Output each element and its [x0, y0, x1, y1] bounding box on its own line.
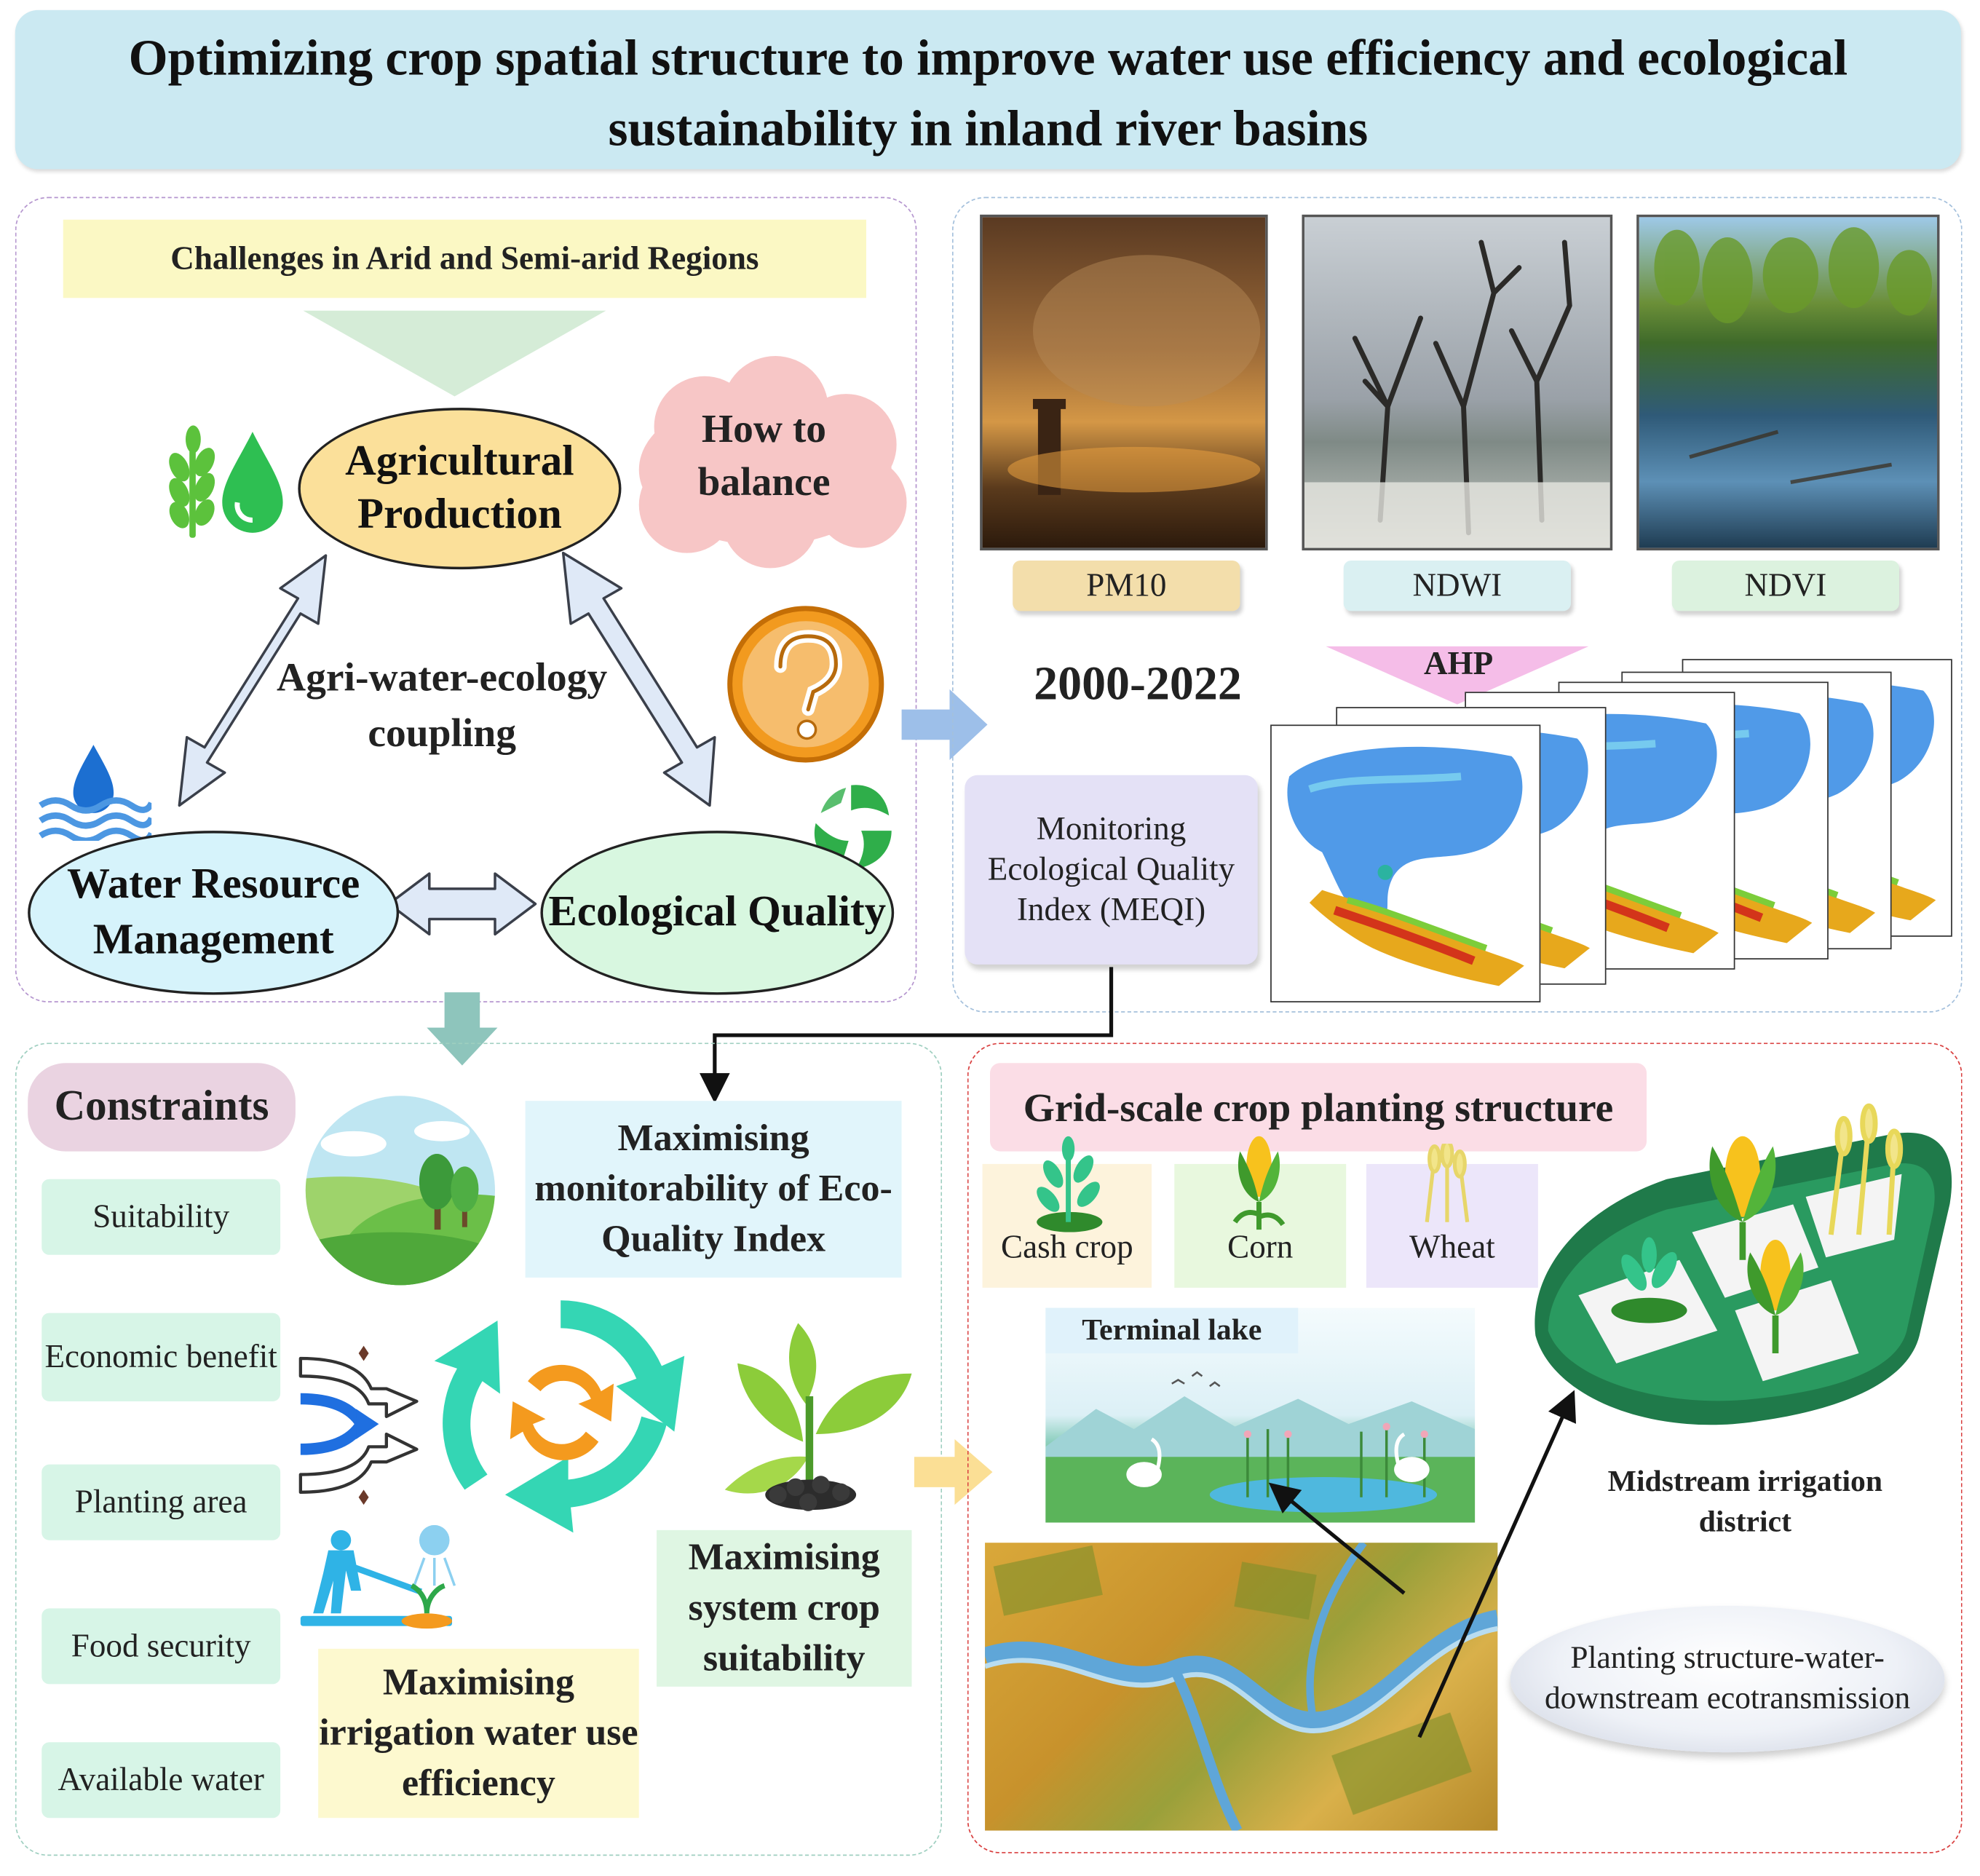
irrigation-farmer-icon [300, 1524, 456, 1629]
constraint-suitability: Suitability [41, 1179, 281, 1255]
down-arrow-teal [427, 992, 498, 1066]
down-triangle-icon [303, 310, 606, 397]
wheat-icon [1425, 1144, 1470, 1223]
ecological-quality-node: Ecological Quality [540, 831, 895, 995]
cash-crop-icon [1037, 1136, 1103, 1232]
constraint-economic-benefit: Economic benefit [41, 1313, 281, 1401]
cloud-shape [638, 356, 907, 569]
constraint-available-water: Available water [41, 1742, 281, 1818]
merge-arrows-icon [298, 1345, 419, 1505]
ndwi-tag: NDWI [1343, 560, 1571, 612]
constraint-planting-area: Planting area [41, 1464, 281, 1540]
objective-crop-suitability: Maximising system crop suitability [657, 1529, 912, 1687]
question-mark-icon [727, 606, 884, 763]
years-label: 2000-2022 [1034, 657, 1242, 711]
constraints-heading: Constraints [28, 1063, 296, 1152]
water-resource-node: Water Resource Management [28, 831, 400, 995]
terminal-lake-image [1045, 1307, 1476, 1523]
cycle-icon [434, 1300, 685, 1533]
wheat-card [1366, 1163, 1538, 1288]
ahp-arrow [1326, 646, 1589, 705]
crop-label-cash: Cash crop [1000, 1228, 1133, 1265]
pm10-tag: PM10 [1013, 560, 1240, 612]
challenges-heading: Challenges in Arid and Semi-arid Regions [63, 219, 867, 298]
ahp-label: AHP [1423, 645, 1494, 682]
ecotransmission-ellipse: Planting structure-water-downstream ecot… [1510, 1605, 1945, 1753]
meqi-box: Monitoring Ecological Quality Index (MEQ… [965, 775, 1258, 965]
meqi-map-sheet [1270, 724, 1541, 1002]
planting-heading: Grid-scale crop planting structure [990, 1063, 1647, 1152]
pm10-photo [980, 214, 1268, 551]
title-banner: Optimizing crop spatial structure to imp… [15, 9, 1961, 170]
how-to-balance-label: How to balance [697, 405, 831, 504]
optimization-panel [15, 1042, 943, 1856]
agricultural-production-node: Agricultural Production [298, 408, 622, 570]
crop-label-wheat: Wheat [1409, 1228, 1495, 1265]
planting-panel [967, 1042, 1963, 1853]
corn-icon [1232, 1136, 1286, 1230]
diagram-title: Optimizing crop spatial structure to imp… [128, 28, 1848, 157]
monitoring-panel [951, 197, 1963, 1013]
crop-label-corn: Corn [1227, 1228, 1294, 1265]
seedling-icon [724, 1323, 912, 1511]
ndvi-tag: NDVI [1671, 560, 1899, 612]
wheat-drop-icon [169, 425, 283, 538]
midstream-label: Midstream irrigation district [1607, 1465, 1883, 1539]
ndvi-photo [1636, 214, 1940, 551]
meqi-connector [700, 967, 1114, 1104]
right-arrow-blue [901, 689, 988, 760]
river-aerial-image [985, 1543, 1498, 1831]
landscape-icon [305, 1096, 496, 1286]
terminal-lake-label: Terminal lake [1045, 1307, 1299, 1354]
farm-platform-illustration [1534, 1103, 1952, 1425]
coupling-arrows [178, 551, 716, 936]
ndwi-photo [1302, 214, 1613, 551]
objective-monitorability: Maximising monitorability of Eco-Quality… [525, 1101, 902, 1278]
coupling-label: Agri-water-ecology coupling [277, 654, 608, 756]
right-arrow-yellow [914, 1438, 993, 1505]
objective-irrigation-efficiency: Maximising irrigation water use efficien… [318, 1648, 639, 1818]
constraint-food-security: Food security [41, 1608, 281, 1685]
